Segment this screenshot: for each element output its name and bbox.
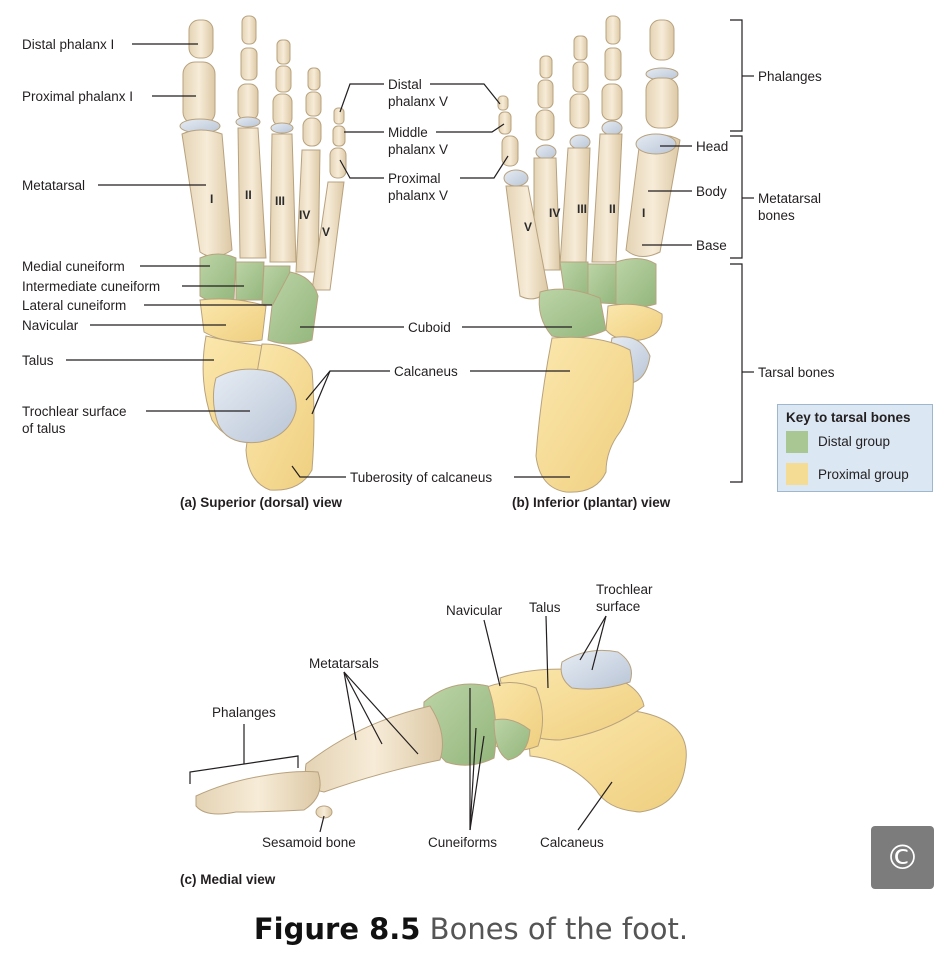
label-c-trochlear-line1: Trochlear bbox=[596, 582, 653, 597]
label-metatarsal-bones-line2: bones bbox=[758, 208, 795, 223]
label-c-calcaneus: Calcaneus bbox=[540, 835, 604, 850]
label-c-metatarsals: Metatarsals bbox=[309, 656, 379, 671]
numeral-b-2: II bbox=[609, 202, 616, 216]
label-medial-cuneiform: Medial cuneiform bbox=[22, 259, 125, 274]
plantar-calcaneus-bone bbox=[535, 336, 634, 493]
metatarsal-5-bone bbox=[311, 181, 345, 291]
label-body: Body bbox=[696, 184, 727, 199]
numeral-a-5: V bbox=[322, 225, 331, 239]
label-talus: Talus bbox=[22, 353, 54, 368]
label-intermediate-cuneiform: Intermediate cuneiform bbox=[22, 279, 161, 294]
copyright-button[interactable]: © bbox=[871, 826, 934, 889]
intermediate-cuneiform-bone bbox=[235, 261, 265, 301]
key-item-proximal-group: Proximal group bbox=[818, 467, 909, 482]
label-proximal-phalanx-5-line1: Proximal bbox=[388, 171, 441, 186]
label-c-cuneiforms: Cuneiforms bbox=[428, 835, 498, 850]
label-metatarsal: Metatarsal bbox=[22, 178, 86, 193]
medial-phalanges-bone bbox=[195, 771, 321, 815]
caption-inferior-view: (b) Inferior (plantar) view bbox=[512, 495, 671, 510]
caption-medial-view: (c) Medial view bbox=[180, 872, 276, 887]
numeral-a-1: I bbox=[210, 192, 214, 206]
figure-title: Bones of the foot. bbox=[420, 912, 689, 946]
label-trochlear-surface-of-talus-2: of talus bbox=[22, 421, 66, 436]
label-c-trochlear-line2: surface bbox=[596, 599, 641, 614]
label-phalanges: Phalanges bbox=[758, 69, 822, 84]
medial-metatarsals-bone bbox=[304, 705, 443, 793]
label-tarsal-bones: Tarsal bones bbox=[758, 365, 835, 380]
plantar-view-foot bbox=[497, 15, 681, 493]
proximal-group-swatch bbox=[786, 463, 808, 485]
numeral-a-4: IV bbox=[299, 208, 311, 222]
label-trochlear-surface-of-talus-1: Trochlear surface bbox=[22, 404, 127, 419]
distal-group-swatch bbox=[786, 431, 808, 453]
numeral-b-4: IV bbox=[549, 206, 561, 220]
numeral-b-5: V bbox=[524, 220, 533, 234]
dorsal-view-foot bbox=[179, 15, 347, 491]
metatarsal-1-bone bbox=[181, 129, 233, 257]
label-base: Base bbox=[696, 238, 727, 253]
label-metatarsal-bones-line1: Metatarsal bbox=[758, 191, 822, 206]
label-distal-phalanx-5-line1: Distal bbox=[388, 77, 422, 92]
label-distal-phalanx-1: Distal phalanx I bbox=[22, 37, 115, 52]
metatarsal-2-bone bbox=[237, 127, 267, 259]
figure-number: Figure 8.5 bbox=[253, 912, 421, 946]
navicular-bone bbox=[199, 298, 267, 343]
leader-lines bbox=[66, 19, 754, 833]
key-to-tarsal-bones: Key to tarsal bones Distal group Proxima… bbox=[777, 404, 933, 492]
distal-phalanx-1-bone bbox=[188, 19, 214, 59]
label-cuboid: Cuboid bbox=[408, 320, 451, 335]
proximal-phalanx-1-bone bbox=[182, 61, 216, 125]
numeral-b-1: I bbox=[642, 206, 646, 220]
trochlear-surface-bone bbox=[212, 368, 297, 444]
numeral-a-2: II bbox=[245, 188, 252, 202]
label-distal-phalanx-5-line2: phalanx V bbox=[388, 94, 449, 109]
key-title: Key to tarsal bones bbox=[786, 410, 911, 425]
label-calcaneus: Calcaneus bbox=[394, 364, 458, 379]
label-c-talus: Talus bbox=[529, 600, 561, 615]
label-proximal-phalanx-5-line2: phalanx V bbox=[388, 188, 449, 203]
numeral-b-3: III bbox=[577, 202, 588, 216]
plantar-cuboid-bone bbox=[538, 288, 607, 339]
label-lateral-cuneiform: Lateral cuneiform bbox=[22, 298, 127, 313]
medial-trochlear-bone bbox=[560, 649, 632, 690]
cuboid-bone bbox=[267, 271, 319, 345]
medial-cuneiform-bone bbox=[199, 253, 237, 303]
label-head: Head bbox=[696, 139, 729, 154]
label-middle-phalanx-5-line2: phalanx V bbox=[388, 142, 449, 157]
copyright-icon: © bbox=[885, 837, 920, 878]
label-tuberosity-of-calcaneus: Tuberosity of calcaneus bbox=[350, 470, 493, 485]
numeral-a-3: III bbox=[275, 194, 286, 208]
label-proximal-phalanx-1: Proximal phalanx I bbox=[22, 89, 134, 104]
label-navicular: Navicular bbox=[22, 318, 79, 333]
label-middle-phalanx-5-line1: Middle bbox=[388, 125, 428, 140]
caption-superior-view: (a) Superior (dorsal) view bbox=[180, 495, 343, 510]
figure-caption: Figure 8.5 Bones of the foot. bbox=[0, 912, 942, 946]
key-item-distal-group: Distal group bbox=[818, 434, 891, 449]
medial-view-foot bbox=[195, 649, 687, 819]
label-c-phalanges: Phalanges bbox=[212, 705, 276, 720]
label-c-sesamoid-bone: Sesamoid bone bbox=[262, 835, 356, 850]
label-c-navicular: Navicular bbox=[446, 603, 503, 618]
